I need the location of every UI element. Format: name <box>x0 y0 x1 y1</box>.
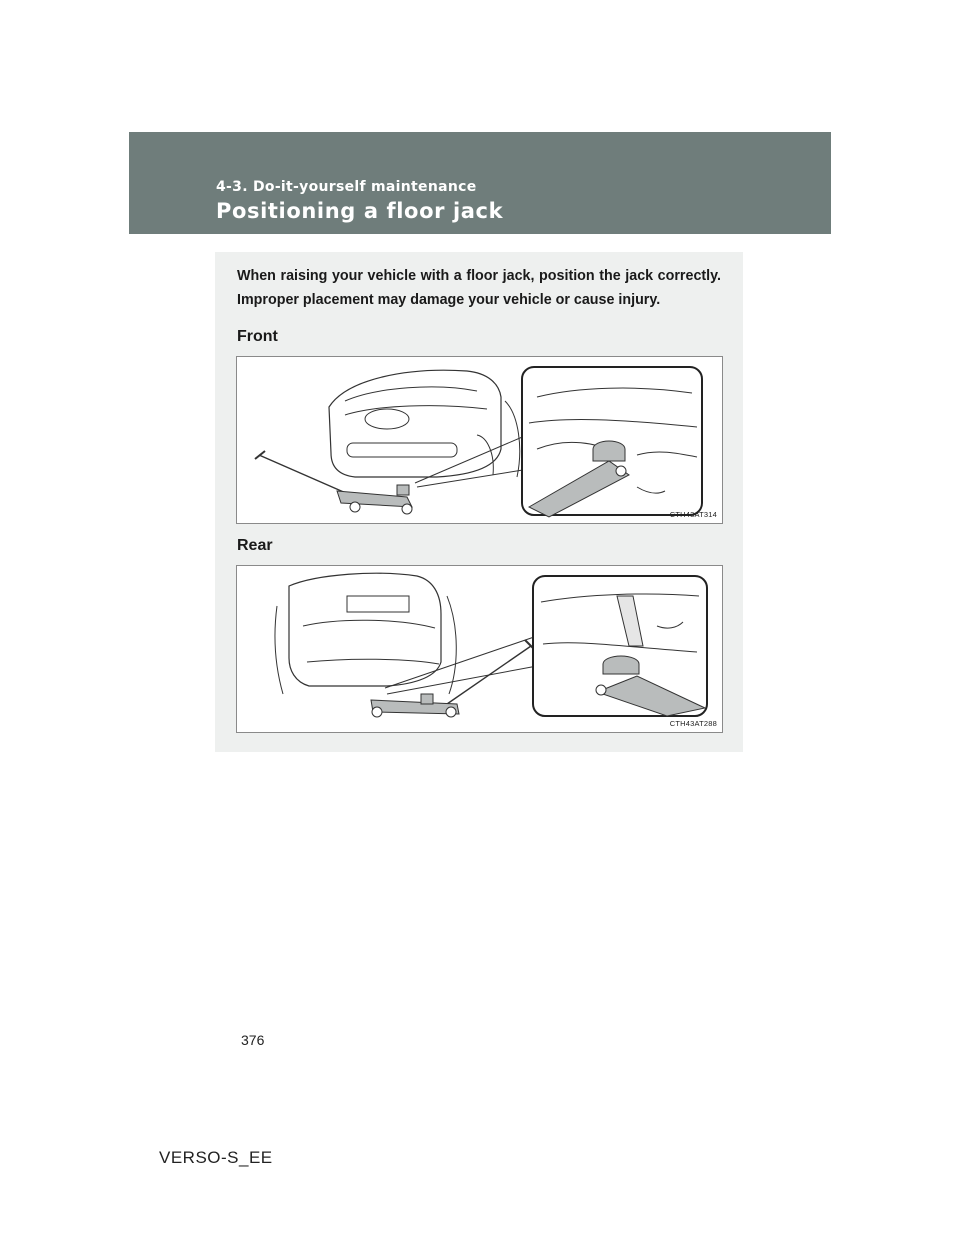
rear-figure-code: CTH43AT288 <box>669 719 717 728</box>
rear-jack-illustration: CTH43AT288 <box>236 565 723 733</box>
intro-text: When raising your vehicle with a floor j… <box>237 268 721 308</box>
section-header-band: 4-3. Do-it-yourself maintenance Position… <box>129 132 831 234</box>
front-figure-code: CTH43AT314 <box>669 510 717 519</box>
rear-heading: Rear <box>237 537 273 554</box>
document-code: VERSO-S_EE <box>159 1148 273 1167</box>
section-label: 4-3. Do-it-yourself maintenance <box>216 179 477 195</box>
front-jack-illustration: CTH43AT314 <box>236 356 723 524</box>
rear-jack-drawing <box>274 572 708 718</box>
front-heading: Front <box>237 328 278 345</box>
content-box: When raising your vehicle with a floor j… <box>215 252 743 752</box>
front-jack-drawing <box>254 366 703 518</box>
page-number: 376 <box>241 1032 265 1048</box>
page-title: Positioning a floor jack <box>216 199 504 223</box>
